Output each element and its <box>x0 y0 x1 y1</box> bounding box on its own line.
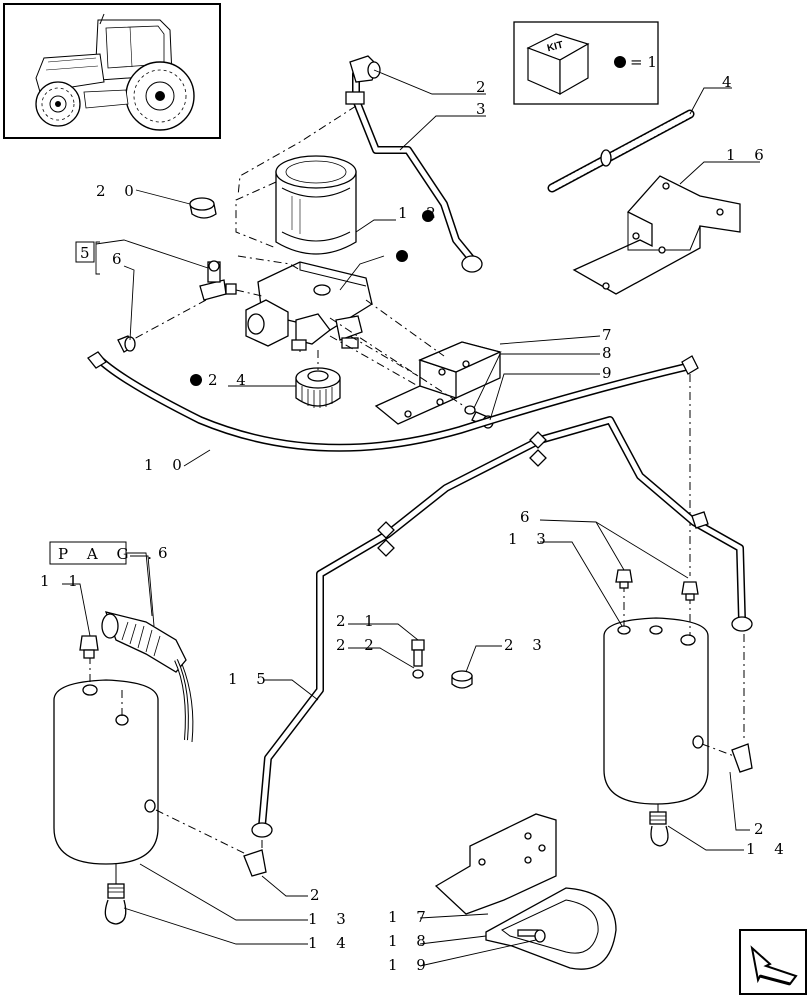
union-6-left <box>117 335 136 353</box>
plug-6-right-a <box>615 569 633 589</box>
callout-2-bottom: 2 <box>310 886 327 904</box>
tee-fitting <box>199 260 237 301</box>
callout-15: 1 5 <box>228 670 273 688</box>
tractor-thumbnail <box>3 3 221 139</box>
callout-13-right: 1 3 <box>508 530 553 548</box>
threaded-rod-4 <box>547 109 695 193</box>
kit-equals-label: = 1 <box>630 53 657 71</box>
page-reference-number: 6 <box>158 544 175 562</box>
callout-8: 8 <box>602 344 619 362</box>
callout-19: 1 9 <box>388 956 433 974</box>
cap-20 <box>189 197 217 219</box>
elbow-bottom <box>243 849 267 877</box>
page-reference-label: P A G . <box>58 545 159 563</box>
pressure-sensor-harness <box>101 611 194 743</box>
callout-17: 1 7 <box>388 908 433 926</box>
kit-dot-12 <box>422 210 434 222</box>
tube-nut-bottom <box>251 822 273 838</box>
drain-valve-left <box>104 864 127 925</box>
air-tank-left <box>53 679 159 865</box>
air-tank-right <box>603 617 709 805</box>
pressure-regulator-knob <box>295 367 341 408</box>
callout-18: 1 8 <box>388 932 433 950</box>
kit-legend-box: KIT = 1 <box>513 21 659 105</box>
tube-end-right <box>681 355 699 375</box>
callout-14-right: 1 4 <box>746 840 791 858</box>
tube-nut-right <box>731 616 753 632</box>
ref-box-5: 5 <box>75 241 100 275</box>
mounting-bracket-7 <box>374 341 502 425</box>
kit-dot-24 <box>190 374 202 386</box>
washer <box>464 405 476 415</box>
callout-22: 2 2 <box>336 636 381 654</box>
kit-dot-valve <box>396 250 408 262</box>
plug-11 <box>79 635 99 659</box>
kit-label: KIT <box>546 40 564 55</box>
callout-21: 2 1 <box>336 612 381 630</box>
callout-13-bottom: 1 3 <box>308 910 353 928</box>
leader-lines <box>62 69 760 967</box>
elbow-fitting-top <box>349 55 381 83</box>
pipe-nut-top <box>345 91 365 105</box>
callout-14-bottom: 1 4 <box>308 934 353 952</box>
next-page-arrow-icon[interactable] <box>739 929 807 995</box>
callout-2-right: 2 <box>754 820 771 838</box>
kit-dot-icon <box>614 56 626 68</box>
svg-text:5: 5 <box>80 244 97 262</box>
callout-6-left: 6 <box>112 250 129 268</box>
callout-4: 4 <box>722 73 739 91</box>
callout-6-right: 6 <box>520 508 537 526</box>
air-dryer-canister <box>275 155 357 255</box>
kit-cube-icon: KIT <box>526 33 590 96</box>
callout-20: 2 0 <box>96 182 141 200</box>
callout-9: 9 <box>602 364 619 382</box>
pipe-nut-lower <box>461 255 483 273</box>
callout-3: 3 <box>476 100 493 118</box>
callout-12: 1 2 <box>398 204 443 222</box>
callout-23: 2 3 <box>504 636 549 654</box>
callout-2-top: 2 <box>476 78 493 96</box>
page-reference-box[interactable]: P A G . 6 <box>49 541 175 617</box>
washer-22 <box>412 669 424 679</box>
bracket-16 <box>572 175 741 295</box>
strap-18 <box>485 887 617 970</box>
tube-end-left <box>87 351 107 369</box>
drain-valve-right <box>649 804 669 847</box>
callout-7: 7 <box>602 326 619 344</box>
callout-10: 1 0 <box>144 456 189 474</box>
elbow-right <box>731 743 753 773</box>
tube-clips <box>377 431 709 557</box>
cap-23 <box>451 670 473 689</box>
bolt-21 <box>411 639 425 667</box>
bracket-17 <box>434 813 557 915</box>
callout-16: 1 6 <box>726 146 771 164</box>
callout-11: 1 1 <box>40 572 85 590</box>
plug-6-right-b <box>681 581 699 601</box>
valve-block <box>245 261 373 352</box>
callout-24: 2 4 <box>208 371 253 389</box>
